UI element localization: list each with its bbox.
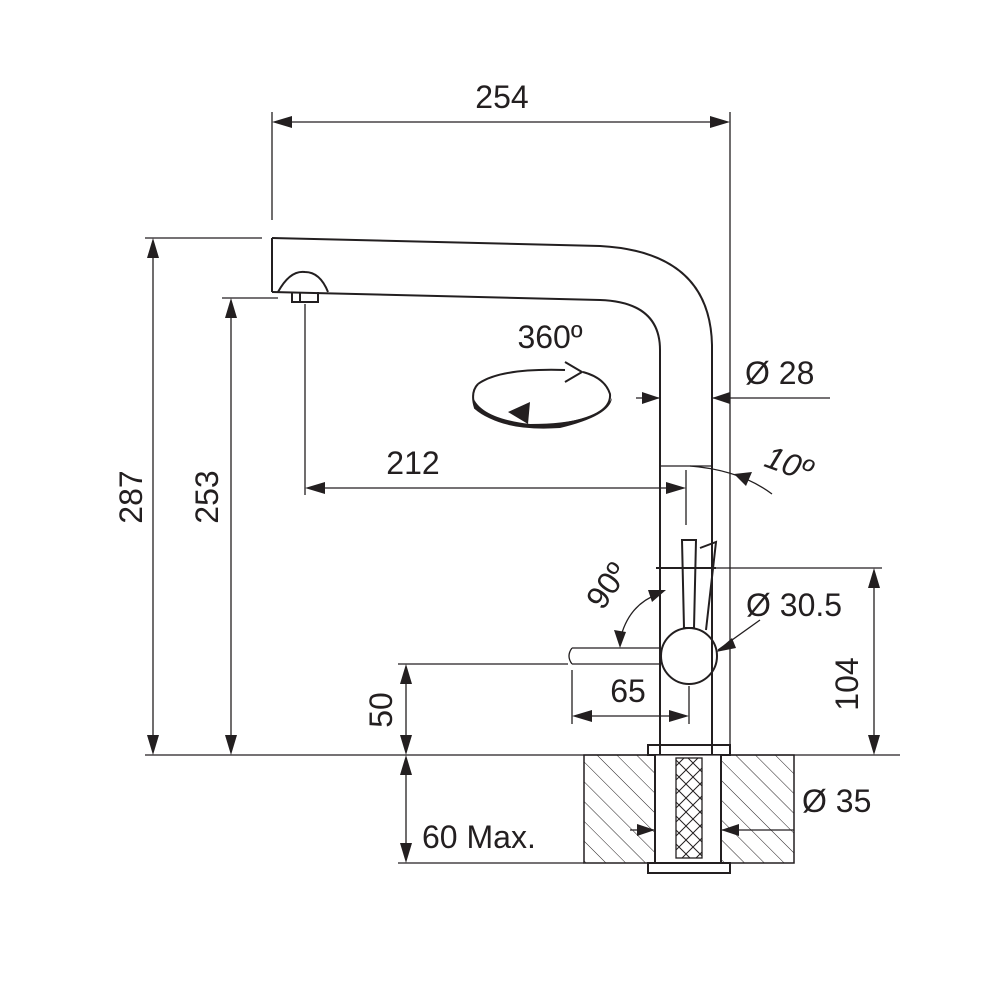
faucet-outline xyxy=(271,237,731,756)
label-60-max: 60 Max. xyxy=(422,819,536,855)
lever-dashed-rotated xyxy=(568,647,660,665)
aerator xyxy=(277,270,329,303)
lever-handle xyxy=(568,539,718,685)
lever-knob xyxy=(660,627,718,685)
hose-braid xyxy=(675,757,703,859)
label-254: 254 xyxy=(475,79,528,115)
label-hole-diameter: Ø 35 xyxy=(802,783,871,819)
label-90-deg: 90º xyxy=(579,556,636,616)
mounting-nut xyxy=(647,862,731,874)
label-spout-diameter: Ø 28 xyxy=(745,355,814,391)
lever-stem xyxy=(680,539,698,629)
label-104: 104 xyxy=(829,657,865,710)
spout-top-edge xyxy=(271,237,713,755)
label-360: 360º xyxy=(517,319,582,355)
dimension-labels: 254 287 253 212 360º Ø 28 10º 90º Ø 30.5… xyxy=(113,79,871,855)
countertop-section xyxy=(583,754,795,874)
label-50: 50 xyxy=(363,692,399,728)
rotation-360-icon xyxy=(472,361,612,429)
label-287: 287 xyxy=(113,470,149,523)
label-253: 253 xyxy=(189,470,225,523)
spout-bottom-edge xyxy=(271,291,661,755)
dimension-lines xyxy=(145,112,900,864)
label-65: 65 xyxy=(610,673,646,709)
label-212: 212 xyxy=(386,445,439,481)
label-10-deg: 10º xyxy=(760,439,818,489)
label-body-diameter: Ø 30.5 xyxy=(746,587,842,623)
lever-tilted-stem xyxy=(699,540,718,631)
